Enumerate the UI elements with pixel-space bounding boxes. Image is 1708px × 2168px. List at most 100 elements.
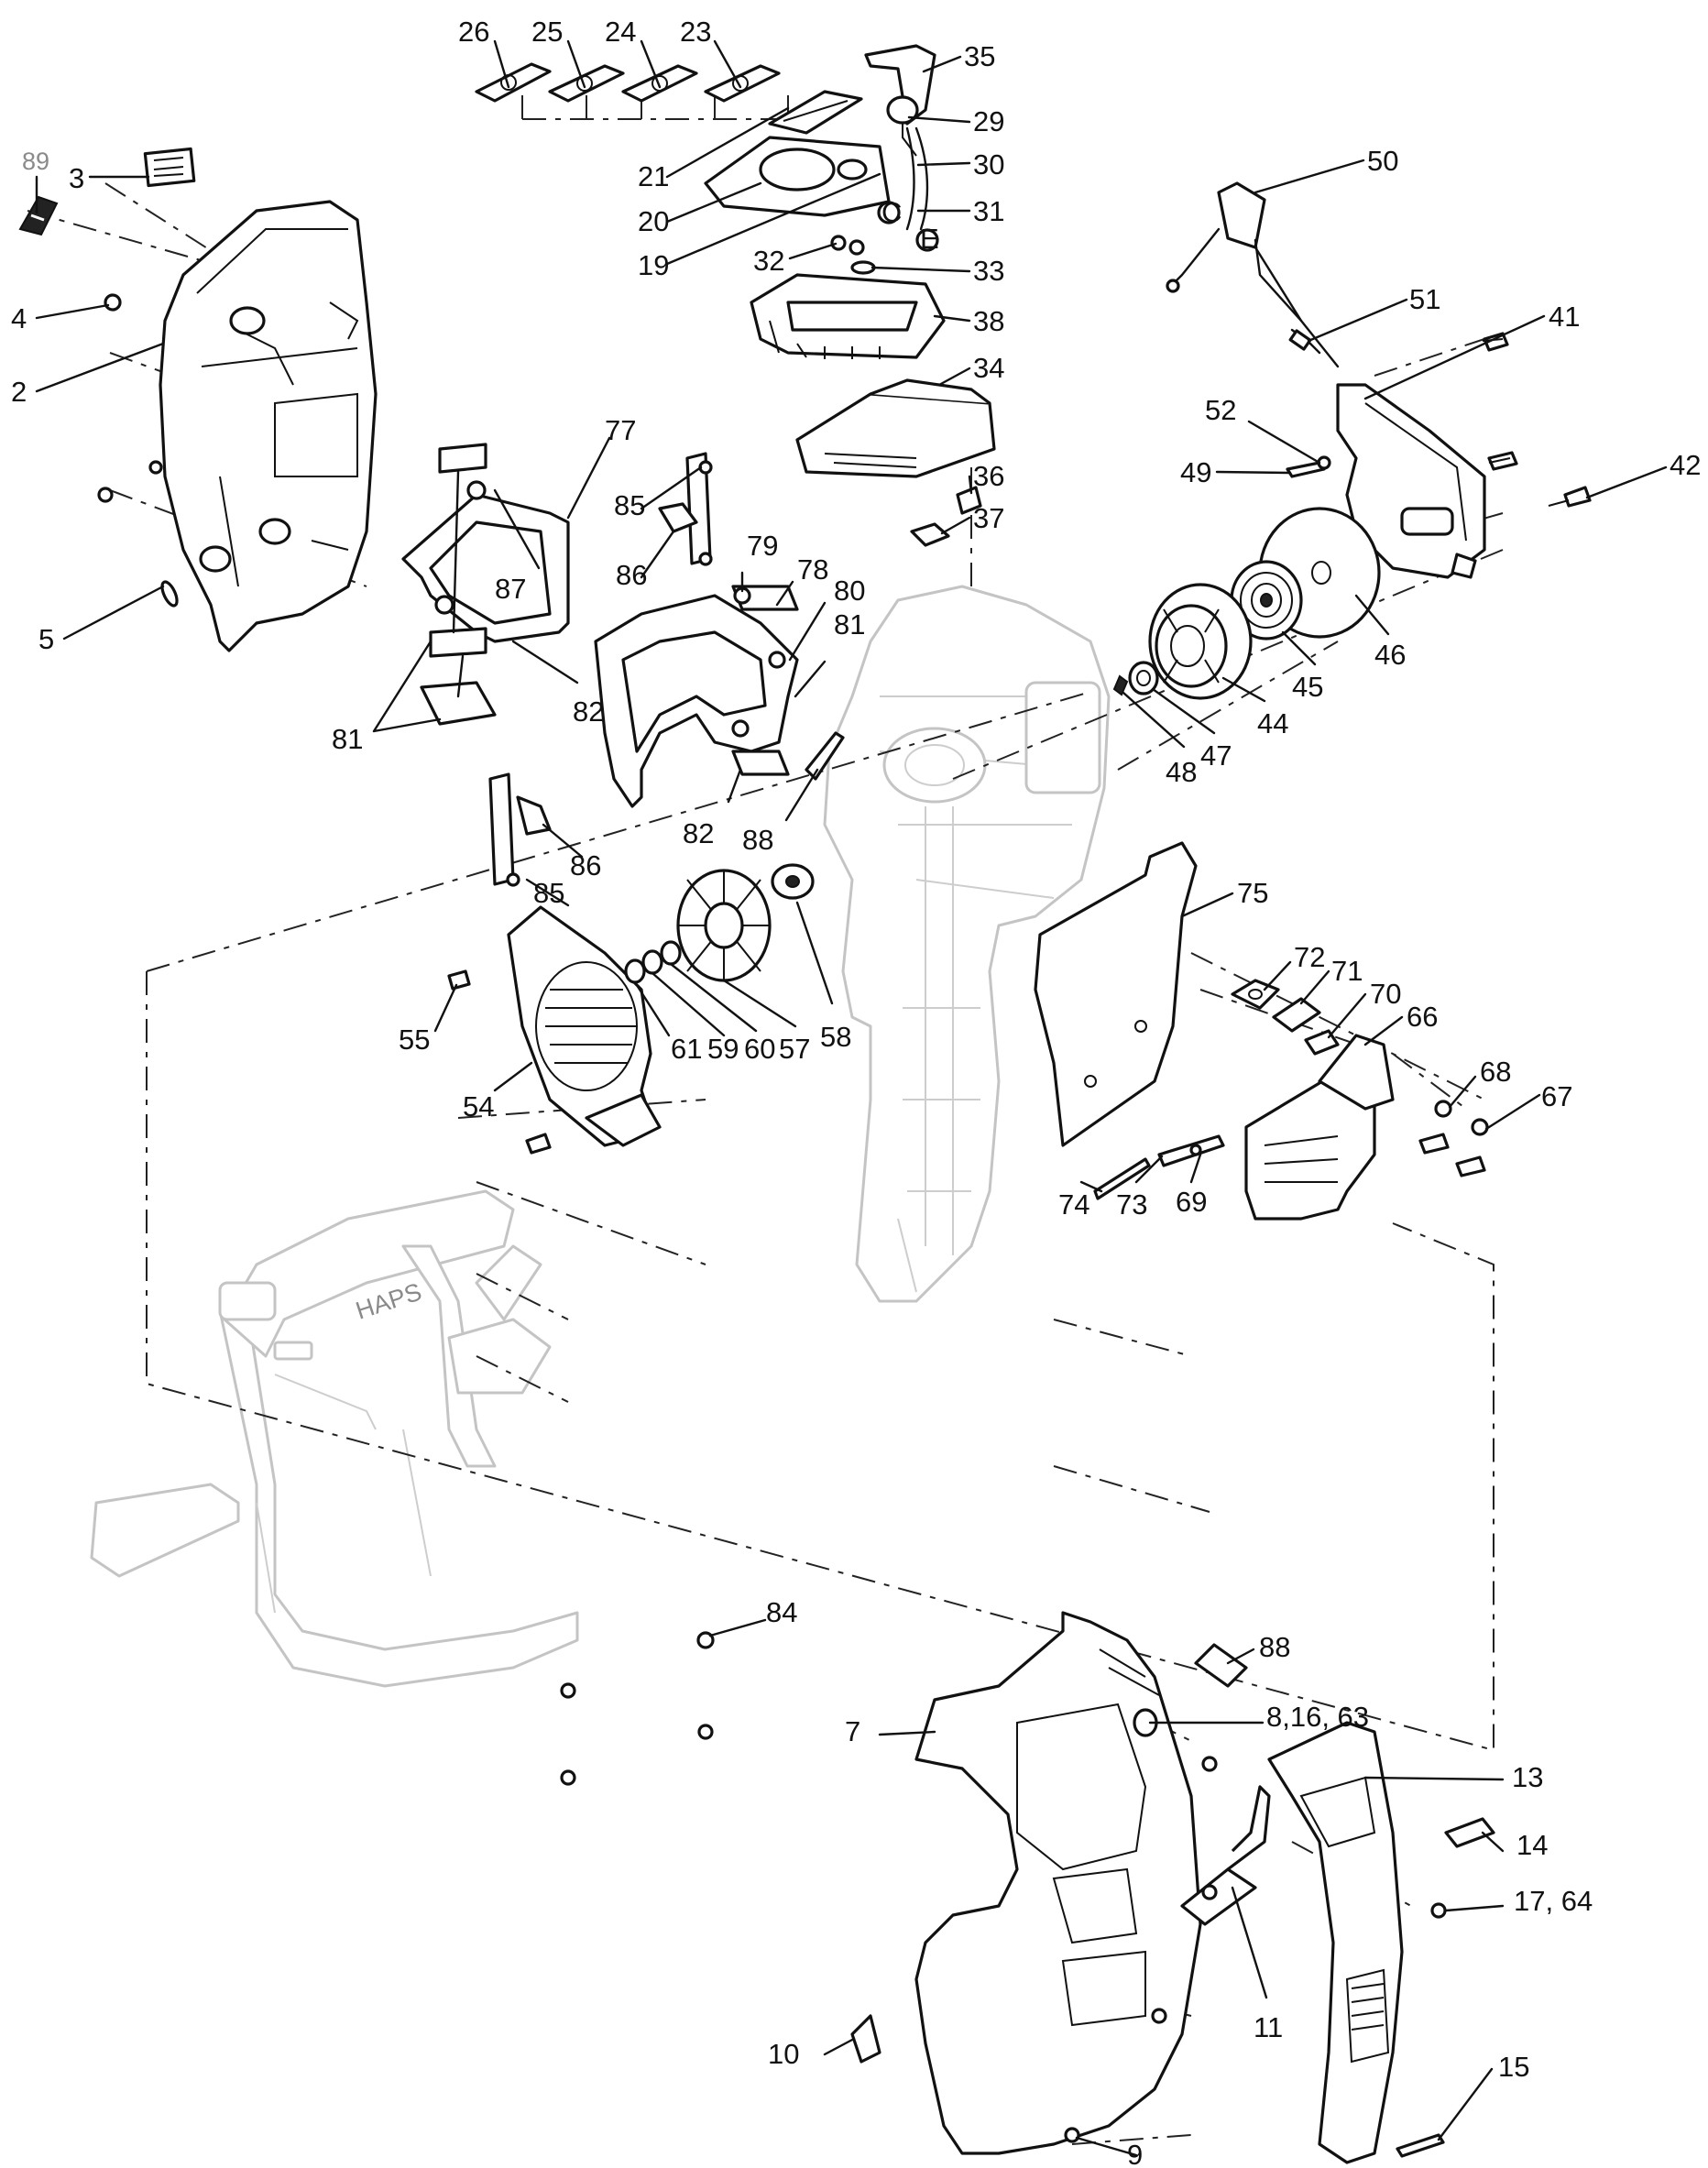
callout-59: 59 [707,1033,739,1065]
callout-5: 5 [38,623,54,655]
decal-plates-23-26 [475,62,781,103]
callout-41: 41 [1549,301,1580,333]
left-cover-2 [159,200,378,652]
callout-85a: 85 [614,489,645,521]
callout-84: 84 [766,1596,797,1628]
callout-labels: 89 3 4 2 5 26 25 24 23 35 29 30 21 20 31… [11,16,1701,2168]
callout-20: 20 [638,205,669,237]
callout-33: 33 [973,255,1004,287]
label-15 [1396,2133,1445,2158]
plate-21 [768,90,863,135]
label-89 [18,195,59,236]
callout-37: 37 [973,502,1004,534]
callout-81a: 81 [332,723,363,755]
callout-4: 4 [11,302,27,334]
wrench-11 [1180,1785,1271,1926]
decal-3 [143,147,196,188]
callout-60: 60 [744,1033,775,1065]
callout-78: 78 [797,553,828,586]
callout-66: 66 [1407,1001,1438,1033]
callout-17-64: 17, 64 [1514,1885,1593,1917]
callout-52: 52 [1205,394,1236,426]
callout-31: 31 [973,195,1004,227]
callout-30: 30 [973,148,1004,181]
muffler-66 [1244,1034,1395,1221]
callout-9: 9 [1127,2139,1143,2168]
callout-15: 15 [1498,2051,1529,2083]
callout-82a: 82 [573,695,604,728]
bracket-77 [401,443,570,726]
callout-7: 7 [845,1715,860,1747]
callout-2: 2 [11,376,27,408]
sticker-88b [1194,1643,1248,1688]
engine-block-ghost [823,585,1111,1303]
back-plate-7 [914,1611,1202,2155]
callout-21: 21 [638,160,669,192]
callout-57: 57 [779,1033,810,1065]
callout-87: 87 [495,573,526,605]
callout-75: 75 [1237,877,1268,909]
filter-element-38 [750,273,946,359]
callout-26: 26 [458,16,489,48]
callout-44: 44 [1257,707,1288,739]
callout-51: 51 [1409,283,1440,315]
callout-58: 58 [820,1021,851,1053]
starter-handle-50 [1166,181,1303,323]
callout-73: 73 [1116,1188,1147,1221]
callout-24: 24 [605,16,636,48]
fuel-mark-e: E [920,223,939,255]
callout-34: 34 [973,352,1004,384]
callout-71: 71 [1331,955,1363,987]
callout-86a: 86 [616,559,647,591]
callout-25: 25 [531,16,563,48]
callout-77: 77 [605,414,636,446]
hose-30-31: C E [877,126,939,255]
filter-base-34 [795,378,996,478]
callout-35: 35 [964,40,995,72]
callout-42: 42 [1670,449,1701,481]
screws-55 [447,969,552,1155]
fan-nut-58 [771,863,815,900]
callout-46: 46 [1374,639,1406,671]
callout-68: 68 [1480,1056,1511,1088]
callout-86b: 86 [570,849,601,881]
callout-82b: 82 [683,817,714,849]
washers-59-60-61 [624,940,682,984]
callout-79: 79 [747,530,778,562]
callout-13: 13 [1512,1761,1543,1793]
bracket-78 [594,585,799,808]
grille-13 [1267,1721,1404,2164]
callout-14: 14 [1516,1829,1548,1861]
callout-36: 36 [973,460,1004,492]
muffler-parts-67-68-69-73-74 [1093,1100,1489,1200]
fan-57 [676,869,772,982]
fuel-mark-c: C [881,196,902,228]
callout-61: 61 [671,1033,702,1065]
small-parts-left [97,293,179,608]
backpack-frame-ghost [90,1189,579,1688]
callout-50: 50 [1367,145,1398,177]
callout-88b: 88 [1259,1631,1290,1663]
callout-80: 80 [834,575,865,607]
starter-case-41 [1336,383,1486,579]
callout-45: 45 [1292,671,1323,703]
callout-72: 72 [1294,941,1325,973]
callout-69: 69 [1176,1186,1207,1218]
callout-29: 29 [973,105,1004,137]
callout-11: 11 [1254,2011,1283,2043]
callout-74: 74 [1058,1188,1089,1221]
callout-48: 48 [1166,756,1197,788]
washer-47-clip-48 [1112,661,1159,696]
callout-67: 67 [1541,1080,1572,1112]
fan-housing-54 [507,905,662,1147]
rope-guide-49-52 [1286,455,1331,478]
starter-bolts-42 [1482,332,1592,508]
callout-85b: 85 [533,877,564,909]
callout-23: 23 [680,16,711,48]
callout-19: 19 [638,249,669,281]
callout-38: 38 [973,305,1004,337]
callout-32: 32 [753,245,784,277]
callout-8-16-63: 8,16, 63 [1266,1701,1369,1733]
